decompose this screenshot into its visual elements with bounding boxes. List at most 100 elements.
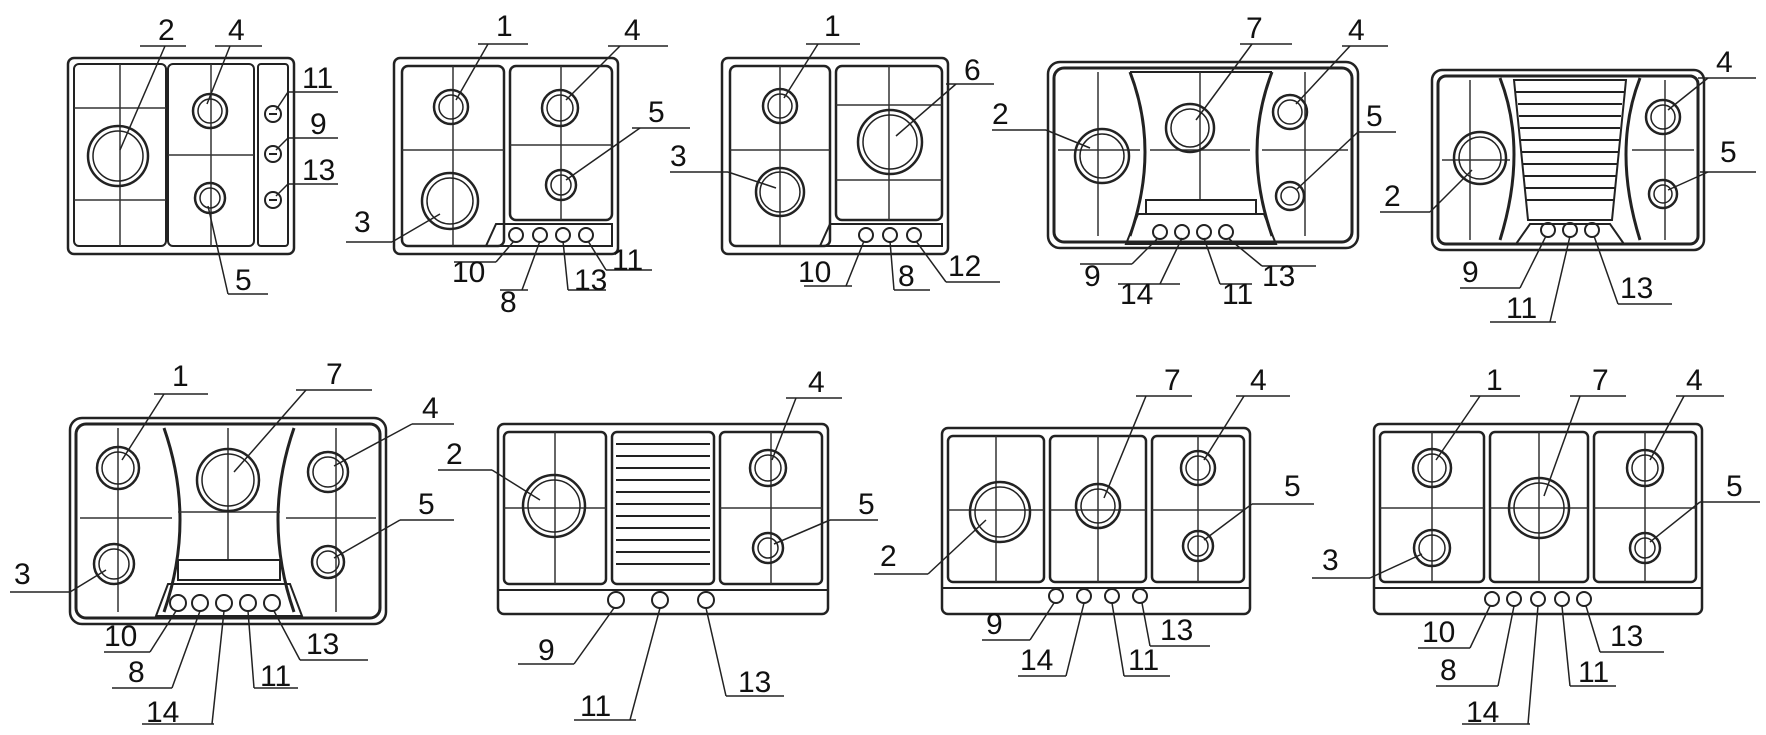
burner xyxy=(195,447,261,513)
control-knob xyxy=(1132,588,1148,604)
callout-label: 2 xyxy=(158,14,175,47)
callout-label: 13 xyxy=(306,628,339,661)
leader-lines xyxy=(346,43,690,291)
callout-label: 5 xyxy=(1720,136,1737,169)
hob-frame xyxy=(68,416,388,626)
callout-label: 7 xyxy=(326,358,343,391)
callout-label: 8 xyxy=(500,286,517,319)
callout-label: 5 xyxy=(648,96,665,129)
callout-label: 10 xyxy=(452,256,485,289)
control-knob xyxy=(906,227,922,243)
hob-9: 1 7 4 5 3 10 8 14 11 13 xyxy=(1312,364,1760,729)
leader-lines xyxy=(670,43,1000,291)
burner xyxy=(1411,447,1453,489)
control-knob xyxy=(858,227,874,243)
callout-label: 9 xyxy=(986,608,1003,641)
callout-label: 3 xyxy=(670,140,687,173)
callout-label: 4 xyxy=(228,14,245,47)
control-knob xyxy=(264,191,282,209)
control-knob xyxy=(263,594,281,612)
hob-8: 7 4 5 2 9 14 11 13 xyxy=(874,364,1314,677)
hob-frame xyxy=(940,426,1252,616)
callout-label: 7 xyxy=(1164,364,1181,397)
callout-label: 13 xyxy=(1160,614,1193,647)
leader-lines xyxy=(119,45,338,295)
callout-label: 6 xyxy=(964,54,981,87)
callout-label: 13 xyxy=(1610,620,1643,653)
callout-label: 5 xyxy=(1726,470,1743,503)
hob-frame xyxy=(720,56,950,256)
burner xyxy=(751,531,785,565)
callout-label: 12 xyxy=(948,250,981,283)
griddle-plate xyxy=(616,443,710,565)
control-knob xyxy=(607,591,625,609)
control-knob xyxy=(697,591,715,609)
callout-label: 10 xyxy=(798,256,831,289)
burner xyxy=(86,124,150,188)
burner xyxy=(306,450,350,494)
callout-label: 11 xyxy=(1222,278,1253,311)
callout-label: 1 xyxy=(1486,364,1503,397)
control-knob xyxy=(264,145,282,163)
control-knob xyxy=(1554,591,1570,607)
leader-lines xyxy=(874,395,1314,677)
burner xyxy=(1452,130,1508,186)
control-knob xyxy=(1076,588,1092,604)
control-knob xyxy=(1530,591,1546,607)
burner xyxy=(748,448,788,488)
callout-label: 14 xyxy=(1466,696,1499,729)
callout-label: 11 xyxy=(260,660,291,693)
callout-label: 10 xyxy=(1422,616,1455,649)
control-knob xyxy=(1584,222,1600,238)
control-knob xyxy=(1152,224,1168,240)
hob-1: 2 4 11 9 13 5 xyxy=(66,14,338,297)
burner xyxy=(1271,93,1309,131)
callout-label: 5 xyxy=(235,264,252,297)
burner xyxy=(1628,531,1662,565)
callout-label: 5 xyxy=(418,488,435,521)
callout-labels: 4 2 5 9 11 13 xyxy=(446,366,875,723)
burner xyxy=(95,445,141,491)
burner xyxy=(1074,482,1122,530)
control-knob xyxy=(1540,222,1556,238)
burner xyxy=(521,473,587,539)
hob-7: 4 2 5 9 11 13 xyxy=(438,366,878,723)
control-knob xyxy=(1174,224,1190,240)
burner xyxy=(432,88,470,126)
control-knob xyxy=(1562,222,1578,238)
control-knob xyxy=(264,105,282,123)
callout-label: 14 xyxy=(1120,278,1153,311)
hob-5: 4 5 2 9 11 13 xyxy=(1380,46,1756,325)
callout-label: 11 xyxy=(580,690,611,723)
burner xyxy=(754,166,806,218)
callout-label: 3 xyxy=(1322,544,1339,577)
callout-label: 9 xyxy=(1084,260,1101,293)
callout-label: 13 xyxy=(574,264,607,297)
control-knob xyxy=(508,227,524,243)
burner xyxy=(193,181,227,215)
hob-frame xyxy=(392,56,620,256)
burner xyxy=(1164,102,1216,154)
callout-label: 1 xyxy=(172,360,189,393)
callout-labels: 2 4 11 9 13 5 xyxy=(158,14,335,297)
callout-label: 5 xyxy=(858,488,875,521)
callout-label: 13 xyxy=(738,666,771,699)
control-knob xyxy=(1218,224,1234,240)
control-knob xyxy=(215,594,233,612)
burner xyxy=(1181,529,1215,563)
hob-frame xyxy=(496,422,830,616)
control-knob xyxy=(578,227,594,243)
callout-label: 7 xyxy=(1592,364,1609,397)
callout-label: 3 xyxy=(14,558,31,591)
burner xyxy=(92,542,136,586)
burner xyxy=(540,88,580,128)
callout-label: 14 xyxy=(146,696,179,729)
control-knob xyxy=(191,594,209,612)
hob-3: 1 6 3 10 8 12 xyxy=(670,10,1000,293)
leader-lines xyxy=(10,389,454,725)
callout-label: 11 xyxy=(1578,656,1609,689)
callout-label: 2 xyxy=(446,438,463,471)
callout-label: 3 xyxy=(354,206,371,239)
callout-label: 13 xyxy=(1620,272,1653,305)
callout-label: 13 xyxy=(302,154,335,187)
